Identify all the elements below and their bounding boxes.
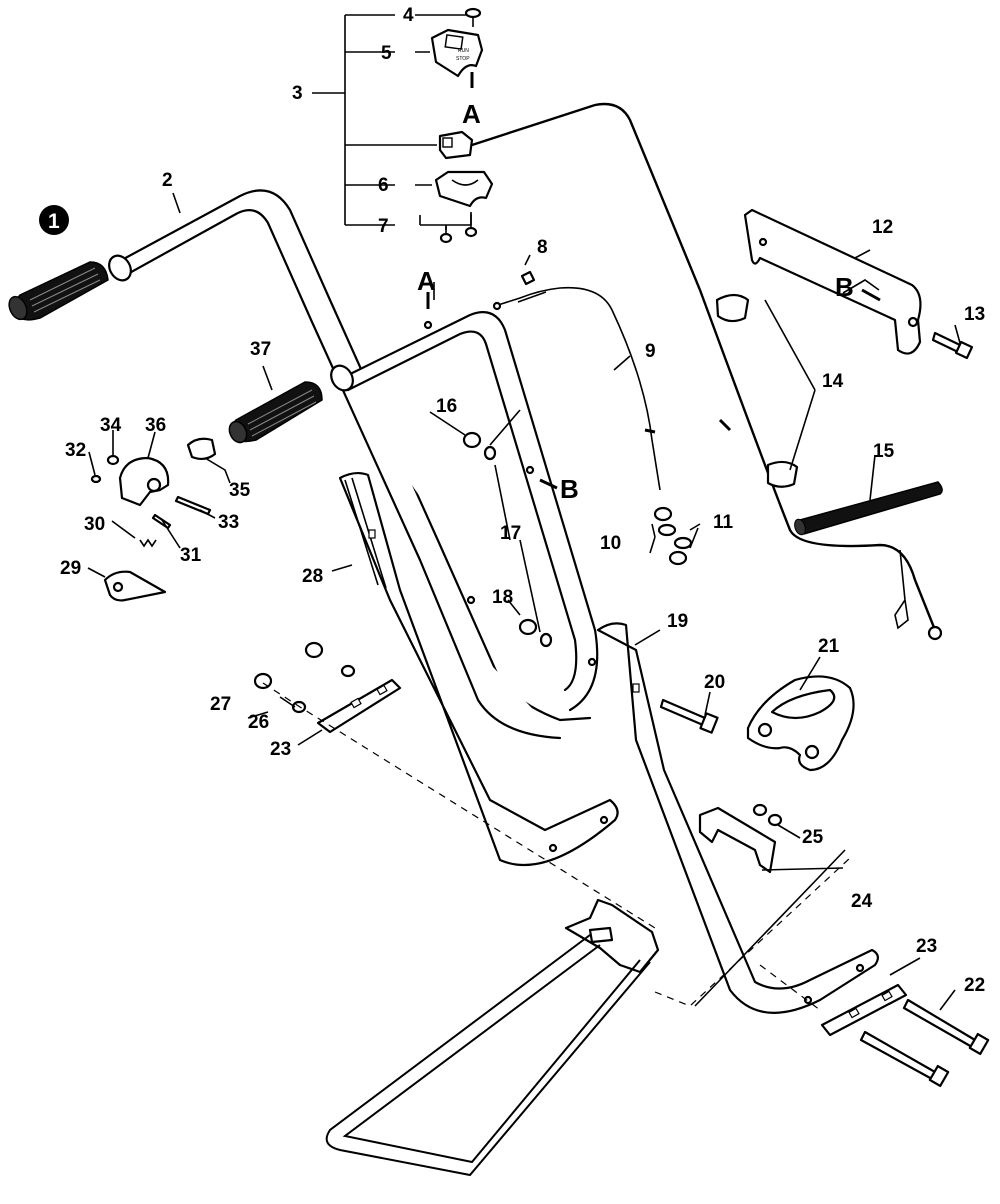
- callout-14: 14: [822, 371, 844, 392]
- callout-1: 1: [48, 210, 60, 233]
- callout-20: 20: [704, 672, 725, 693]
- callout-36: 36: [145, 415, 166, 436]
- screw-part-7: [439, 214, 478, 244]
- callout-16: 16: [436, 396, 457, 417]
- module-text-run: RUN: [458, 48, 469, 54]
- callout-7: 7: [378, 216, 389, 237]
- bracket-part-24: [698, 806, 777, 874]
- callout-23-right: 23: [916, 936, 937, 957]
- tube-part-15: [794, 481, 943, 536]
- callout-23-left: 23: [270, 739, 291, 760]
- screw-part-31: [151, 513, 172, 530]
- switch-base-part-6: [434, 170, 494, 208]
- callout-22: 22: [964, 975, 985, 996]
- callout-28: 28: [302, 566, 323, 587]
- callout-30: 30: [84, 514, 105, 535]
- hardware-part-10-11: [653, 506, 693, 566]
- callout-4: 4: [403, 5, 414, 26]
- callout-27: 27: [210, 694, 231, 715]
- ref-a-handle: A: [417, 266, 436, 296]
- bracket-part-12: [743, 208, 922, 355]
- leader-lines: [87, 192, 961, 1011]
- callout-33: 33: [218, 512, 239, 533]
- callout-32: 32: [65, 440, 86, 461]
- switch-part: [438, 130, 474, 160]
- ref-b-handle: B: [560, 474, 579, 504]
- callout-12: 12: [872, 217, 893, 238]
- handlebar-part-2: [108, 189, 599, 740]
- ref-b-bracket: B: [835, 272, 854, 302]
- callout-2: 2: [162, 170, 173, 191]
- bolt-part-13: [931, 331, 974, 360]
- callout-21: 21: [818, 636, 840, 657]
- plate-part-21: [746, 675, 855, 772]
- callout-labels: 1 2 3 4 5 6 7 8 9 10 11 12 13 14 15 16 1…: [39, 5, 985, 996]
- callout-3: 3: [292, 83, 303, 104]
- callout-35: 35: [229, 480, 251, 501]
- clip-part-23-right: [820, 983, 908, 1037]
- callout-11: 11: [713, 512, 734, 533]
- callout-31: 31: [180, 545, 202, 566]
- bolt-part-20: [659, 698, 719, 734]
- nut-part-34: [106, 454, 120, 466]
- control-cable-part-9: [492, 286, 661, 491]
- callout-badge-1: [39, 205, 69, 235]
- screw-part-4: [464, 7, 482, 27]
- clip-part-8: [520, 270, 536, 286]
- frame-part-19: [596, 622, 879, 1014]
- callout-17: 17: [500, 523, 521, 544]
- callout-25: 25: [802, 827, 824, 848]
- clip-part-14: [715, 293, 799, 488]
- pawl-part-29: [103, 570, 167, 602]
- switch-wire: [471, 102, 937, 631]
- bail-assembly: [325, 898, 660, 1177]
- clip-part-23-left: [316, 678, 402, 734]
- housing-part-36: [118, 456, 170, 507]
- callout-8: 8: [537, 237, 548, 258]
- spring-part-30: [139, 538, 157, 548]
- callout-13: 13: [964, 304, 985, 325]
- callout-9: 9: [645, 341, 656, 362]
- callout-37: 37: [250, 339, 271, 360]
- nut-part-32: [90, 474, 102, 484]
- screw-part-33: [174, 495, 212, 516]
- callout-19: 19: [667, 611, 688, 632]
- grip-part-1: [8, 261, 109, 321]
- bolt-part-22: [859, 998, 990, 1088]
- frame-part-28: [338, 471, 619, 867]
- callout-24: 24: [851, 891, 873, 912]
- module-text-stop: STOP: [456, 56, 470, 62]
- ref-a-top: A: [462, 99, 481, 129]
- callout-18: 18: [492, 587, 513, 608]
- callout-34: 34: [100, 415, 122, 436]
- screw-part-25: [752, 803, 783, 827]
- callout-15: 15: [873, 441, 895, 462]
- guide-line: [262, 682, 851, 1011]
- callout-29: 29: [60, 558, 81, 579]
- bushing-part-35: [186, 437, 217, 461]
- run-stop-module-part-5: RUN STOP: [430, 28, 484, 78]
- hardware-part-16-17-18: [462, 431, 553, 648]
- callout-26: 26: [248, 712, 269, 733]
- callout-10: 10: [600, 533, 621, 554]
- grip-part-37: [228, 381, 323, 444]
- callout-5: 5: [381, 43, 392, 64]
- callout-6: 6: [378, 175, 389, 196]
- hardware-part-26-27: [253, 641, 356, 714]
